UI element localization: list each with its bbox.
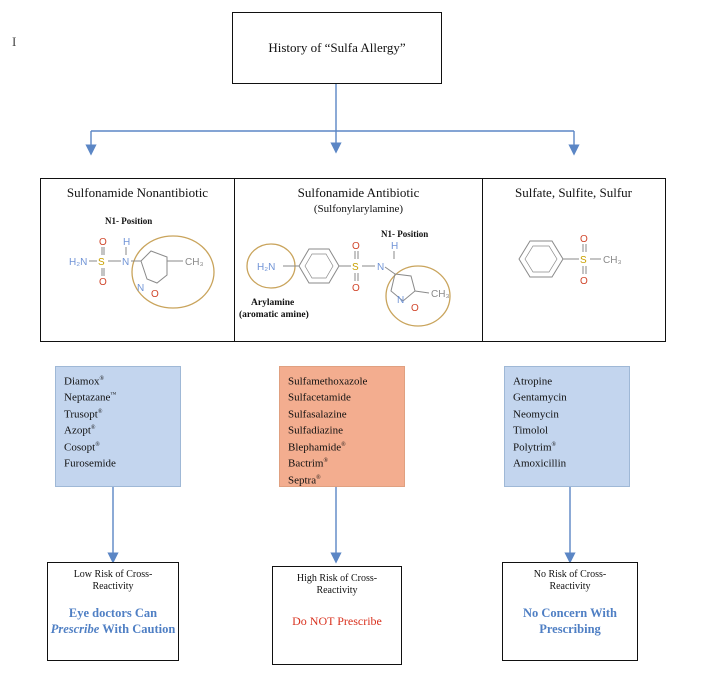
list-item: Trusopt® <box>64 408 103 421</box>
title-box: History of “Sulfa Allergy” <box>232 12 442 84</box>
nonantibiotic-structure-diagram: N1- Position H₂N S O O H N N O CH₃ <box>69 216 215 309</box>
nitrogen-label: N <box>377 262 384 273</box>
sulfur-label: S <box>98 257 105 268</box>
ring-oxygen-label: O <box>411 303 419 314</box>
list-item: Timolol <box>513 425 549 438</box>
list-item: Bactrim® <box>288 457 328 470</box>
list-item: Amoxicillin <box>513 457 567 470</box>
n1-position-label: N1- Position <box>105 216 152 226</box>
benzene-inner-ring <box>524 245 558 273</box>
risk-label: No Risk of Cross-Reactivity <box>533 569 607 592</box>
list-item: Blephamide® <box>288 441 346 454</box>
oxygen-top-label: O <box>580 234 588 245</box>
category-antibiotic: Sulfonamide Antibiotic (Sulfonylarylamin… <box>235 179 483 341</box>
list-item: Sulfasalazine <box>288 408 347 421</box>
list-item: Polytrim® <box>513 441 557 454</box>
list-item: Gentamycin <box>513 392 567 405</box>
risk-action: Do NOT Prescribe <box>292 614 382 628</box>
list-item: Sulfamethoxazole <box>288 375 368 388</box>
text-cursor-icon: I <box>12 34 17 49</box>
n1-highlight-circle <box>131 235 215 309</box>
list-item: Neptazane™ <box>64 392 117 405</box>
isoxazole-ring <box>131 250 168 284</box>
oxygen-bottom-label: O <box>99 277 107 288</box>
category-title: Sulfonamide Antibiotic <box>297 185 420 200</box>
list-item: Sulfadiazine <box>288 425 343 438</box>
oxygen-top-label: O <box>99 237 107 248</box>
drug-list-sulfate: Atropine Gentamycin Neomycin Timolol Pol… <box>504 366 630 487</box>
list-item: Azopt® <box>64 425 96 438</box>
hydrogen-label: H <box>123 237 130 248</box>
nitrogen-label: N <box>122 257 129 268</box>
sulfur-label: S <box>580 255 587 266</box>
risk-action: No Concern With Prescribing <box>523 606 617 636</box>
risk-box-none: No Risk of Cross-Reactivity No Concern W… <box>502 562 638 661</box>
drug-list-antibiotic: Sulfamethoxazole Sulfacetamide Sulfasala… <box>279 366 405 487</box>
antibiotic-structure-diagram: N1- Position H₂N S O O H N N O CH₃ <box>239 229 451 327</box>
risk-box-low: Low Risk of Cross-Reactivity Eye doctors… <box>47 562 179 661</box>
diagram-title: History of “Sulfa Allergy” <box>268 40 406 55</box>
list-item: Cosopt® <box>64 441 100 454</box>
ring-oxygen-label: O <box>151 289 159 300</box>
sulfone-structure-diagram: S O O CH₃ <box>518 234 622 287</box>
list-item: Neomycin <box>513 408 559 421</box>
list-item: Diamox® <box>64 375 105 388</box>
category-nonantibiotic: Sulfonamide Nonantibiotic N1- Position H… <box>41 179 235 341</box>
sulfur-label: S <box>352 262 359 273</box>
category-title: Sulfonamide Nonantibiotic <box>66 185 209 200</box>
arylamine-label: Arylamine <box>251 298 294 308</box>
ring-nitrogen-label: N <box>397 295 404 306</box>
oxygen-bottom-label: O <box>580 276 588 287</box>
h2n-label: H₂N <box>69 257 87 268</box>
risk-box-high: High Risk of Cross-Reactivity Do NOT Pre… <box>272 566 402 665</box>
list-item: Atropine <box>513 375 553 388</box>
list-item: Furosemide <box>64 457 116 470</box>
hydrogen-label: H <box>391 241 398 252</box>
benzene-inner-ring <box>304 253 334 279</box>
risk-label: High Risk of Cross-Reactivity <box>296 573 378 596</box>
methyl-label: CH₃ <box>603 255 622 266</box>
category-row: Sulfonamide Nonantibiotic N1- Position H… <box>40 178 666 342</box>
list-item: Septra® <box>288 474 321 487</box>
methyl-label: CH₃ <box>185 257 204 268</box>
oxygen-top-label: O <box>352 241 360 252</box>
aromatic-amine-label: (aromatic amine) <box>239 309 309 320</box>
category-sulfate: Sulfate, Sulfite, Sulfur S O O CH₃ <box>483 179 664 341</box>
category-title: Sulfate, Sulfite, Sulfur <box>515 185 632 200</box>
h2n-label: H₂N <box>257 262 275 273</box>
oxygen-bottom-label: O <box>352 283 360 294</box>
methyl-label: CH₃ <box>431 289 450 300</box>
n1-position-label: N1- Position <box>381 229 428 239</box>
risk-label: Low Risk of Cross-Reactivity <box>73 569 153 592</box>
n1-highlight-circle <box>385 265 451 327</box>
bond <box>384 266 396 275</box>
isoxazole-ring <box>390 273 416 302</box>
bond <box>414 290 430 294</box>
drug-list-nonantibiotic: Diamox® Neptazane™ Trusopt® Azopt® Cosop… <box>55 366 181 487</box>
category-subtitle: (Sulfonylarylamine) <box>313 203 404 215</box>
list-item: Sulfacetamide <box>288 392 351 405</box>
ring-nitrogen-label: N <box>137 283 144 294</box>
benzene-ring <box>518 240 564 278</box>
